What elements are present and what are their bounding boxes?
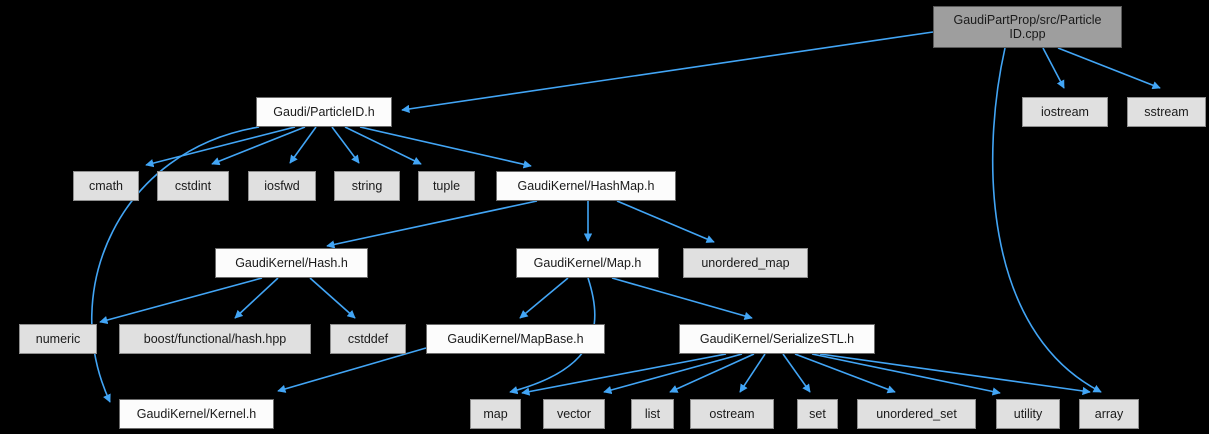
graph-edge-particleid_h-to-hashmap_h xyxy=(359,126,532,169)
graph-node-label: GaudiPartProp/src/Particle ID.cpp xyxy=(953,13,1102,41)
graph-edge-hash_h-to-boost_hash xyxy=(234,277,279,319)
graph-node-label: sstream xyxy=(1144,105,1189,119)
graph-node-label: tuple xyxy=(432,179,461,193)
graph-node-label: boost/functional/hash.hpp xyxy=(143,332,287,346)
graph-node-kernel_h[interactable]: GaudiKernel/Kernel.h xyxy=(119,399,274,429)
graph-edge-root-to-particleid_h xyxy=(401,31,934,114)
graph-node-label: iostream xyxy=(1041,105,1089,119)
graph-node-map[interactable]: map xyxy=(470,399,521,429)
graph-node-iostream[interactable]: iostream xyxy=(1022,97,1108,127)
graph-node-vector[interactable]: vector xyxy=(543,399,605,429)
graph-edge-particleid_h-to-cmath xyxy=(145,126,296,168)
graph-edge-root-to-sstream xyxy=(1057,47,1161,90)
graph-node-label: Gaudi/ParticleID.h xyxy=(273,105,375,119)
graph-node-unordered_set[interactable]: unordered_set xyxy=(857,399,976,429)
graph-edge-serializestl_h-to-map xyxy=(521,353,727,396)
graph-edge-serializestl_h-to-unordered_set xyxy=(794,353,896,394)
graph-edge-hashmap_h-to-hash_h xyxy=(326,200,538,249)
graph-node-tuple[interactable]: tuple xyxy=(418,171,475,201)
graph-node-cmath[interactable]: cmath xyxy=(73,171,139,201)
graph-node-numeric[interactable]: numeric xyxy=(19,324,97,354)
graph-node-cstdint[interactable]: cstdint xyxy=(157,171,229,201)
graph-edge-hash_h-to-numeric xyxy=(99,277,263,325)
graph-node-ostream[interactable]: ostream xyxy=(690,399,774,429)
graph-edge-particleid_h-to-iosfwd xyxy=(289,126,317,164)
graph-edge-serializestl_h-to-vector xyxy=(603,353,743,395)
graph-node-label: GaudiKernel/Map.h xyxy=(533,256,642,270)
graph-node-hash_h[interactable]: GaudiKernel/Hash.h xyxy=(215,248,368,278)
graph-node-label: cstddef xyxy=(347,332,389,346)
graph-edge-serializestl_h-to-utility xyxy=(811,353,1001,396)
graph-node-particleid_h[interactable]: Gaudi/ParticleID.h xyxy=(256,97,392,127)
graph-node-label: GaudiKernel/SerializeSTL.h xyxy=(699,332,855,346)
graph-node-cstddef[interactable]: cstddef xyxy=(330,324,406,354)
graph-node-string[interactable]: string xyxy=(334,171,400,201)
graph-node-boost_hash[interactable]: boost/functional/hash.hpp xyxy=(119,324,311,354)
graph-edge-map_h-to-mapbase_h xyxy=(519,277,569,319)
graph-node-root[interactable]: GaudiPartProp/src/Particle ID.cpp xyxy=(933,6,1122,48)
graph-node-sstream[interactable]: sstream xyxy=(1127,97,1206,127)
graph-node-label: ostream xyxy=(709,407,755,421)
graph-node-label: GaudiKernel/Kernel.h xyxy=(136,407,257,421)
graph-edge-particleid_h-to-string xyxy=(331,126,360,164)
graph-edge-root-to-iostream xyxy=(1042,47,1065,89)
graph-node-label: GaudiKernel/MapBase.h xyxy=(447,332,584,346)
graph-node-mapbase_h[interactable]: GaudiKernel/MapBase.h xyxy=(426,324,605,354)
graph-edge-particleid_h-to-tuple xyxy=(344,126,422,165)
graph-node-array[interactable]: array xyxy=(1079,399,1139,429)
graph-edge-serializestl_h-to-set xyxy=(782,353,811,393)
graph-edge-hashmap_h-to-unordered_map xyxy=(616,200,715,243)
graph-node-utility[interactable]: utility xyxy=(996,399,1060,429)
graph-node-hashmap_h[interactable]: GaudiKernel/HashMap.h xyxy=(496,171,676,201)
graph-node-label: GaudiKernel/Hash.h xyxy=(235,256,348,270)
graph-node-set[interactable]: set xyxy=(797,399,838,429)
graph-node-label: string xyxy=(351,179,383,193)
graph-node-serializestl_h[interactable]: GaudiKernel/SerializeSTL.h xyxy=(679,324,875,354)
graph-node-map_h[interactable]: GaudiKernel/Map.h xyxy=(516,248,659,278)
graph-node-label: GaudiKernel/HashMap.h xyxy=(517,179,655,193)
graph-edge-particleid_h-to-cstdint xyxy=(211,126,306,166)
graph-node-label: iosfwd xyxy=(264,179,300,193)
graph-node-label: numeric xyxy=(35,332,81,346)
graph-edge-serializestl_h-to-ostream xyxy=(739,353,766,393)
graph-edge-particleid_h-to-kernel_h xyxy=(90,126,260,403)
graph-edge-serializestl_h-to-list xyxy=(669,353,755,393)
graph-edge-mapbase_h-to-kernel_h xyxy=(277,347,427,393)
graph-edge-serializestl_h-to-array xyxy=(819,353,1091,396)
graph-node-label: map xyxy=(483,407,508,421)
graph-node-label: list xyxy=(644,407,661,421)
graph-edge-root-to-array xyxy=(991,47,1102,393)
graph-node-list[interactable]: list xyxy=(631,399,674,429)
graph-node-label: vector xyxy=(556,407,592,421)
graph-node-label: unordered_set xyxy=(876,407,957,421)
graph-node-label: set xyxy=(809,407,826,421)
graph-node-label: cmath xyxy=(88,179,124,193)
graph-node-label: array xyxy=(1094,407,1124,421)
graph-edge-map_h-to-serializestl_h xyxy=(611,277,753,320)
graph-node-unordered_map[interactable]: unordered_map xyxy=(683,248,808,278)
graph-node-iosfwd[interactable]: iosfwd xyxy=(248,171,316,201)
graph-edge-hash_h-to-cstddef xyxy=(309,277,356,319)
graph-node-label: cstdint xyxy=(174,179,212,193)
graph-node-label: utility xyxy=(1013,407,1043,421)
graph-node-label: unordered_map xyxy=(701,256,790,270)
